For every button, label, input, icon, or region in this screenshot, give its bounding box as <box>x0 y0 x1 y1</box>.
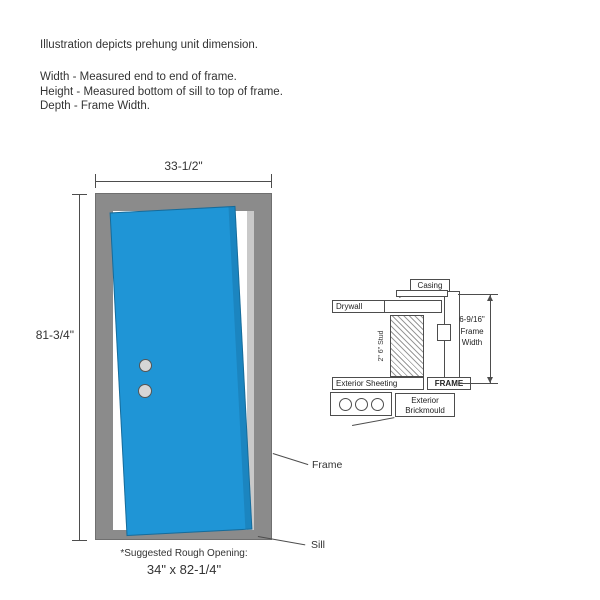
sill-callout: Sill <box>311 539 326 551</box>
frame-width-word1: Frame <box>460 327 484 336</box>
brickmould-circle-icon <box>370 397 384 411</box>
description-title: Illustration depicts prehung unit dimens… <box>40 39 258 51</box>
description-notes: Width - Measured end to end of frame. He… <box>40 70 283 114</box>
rough-opening-value: 34" x 82-1/4" <box>146 562 222 577</box>
frame-width-value: 6-9/16" <box>459 315 485 324</box>
frame-callout-leader <box>272 453 309 466</box>
width-dimension-tick-right <box>271 174 272 188</box>
stud-hatch <box>390 315 424 377</box>
drywall-layer: Drywall <box>332 300 442 313</box>
frame-width-tick-top <box>458 294 498 295</box>
note-height: Height - Measured bottom of sill to top … <box>40 85 283 98</box>
brickmould-label-line1: Exterior <box>411 396 439 405</box>
door-knob-icon <box>138 384 152 398</box>
height-dimension-tick-top <box>72 194 87 195</box>
stud-label: 2" 6" Stud <box>378 330 385 362</box>
brickmould-circle-icon <box>338 397 352 411</box>
height-dimension-line <box>79 194 80 540</box>
note-width: Width - Measured end to end of frame. <box>40 71 237 83</box>
arrow-up-icon <box>487 295 493 301</box>
frame-callout: Frame <box>312 459 343 471</box>
height-dimension-label: 81-3/4" <box>35 328 74 342</box>
rough-opening-caption: *Suggested Rough Opening: <box>120 548 248 559</box>
drywall-label: Drywall <box>333 301 385 312</box>
width-dimension-tick-left <box>95 174 96 188</box>
deadbolt-icon <box>139 359 152 372</box>
width-dimension-line <box>95 181 272 182</box>
door-panel <box>109 205 253 537</box>
brickmould-section <box>330 392 392 416</box>
note-depth: Depth - Frame Width. <box>40 100 150 112</box>
frame-width-arrow-line <box>490 295 491 383</box>
brickmould-label-line2: Brickmould <box>405 406 445 415</box>
width-dimension-label: 33-1/2" <box>164 159 203 173</box>
frame-profile-stop <box>437 324 451 341</box>
height-dimension-tick-bottom <box>72 540 87 541</box>
arrow-down-icon <box>487 377 493 383</box>
sill-callout-leader <box>257 536 306 546</box>
casing-profile <box>396 290 448 297</box>
rough-opening: *Suggested Rough Opening: 34" x 82-1/4" <box>88 548 280 577</box>
exterior-brickmould-label: Exterior Brickmould <box>395 393 455 417</box>
door-jamb-sliver <box>247 211 254 530</box>
frame-width-word2: Width <box>461 338 483 347</box>
frame-width-tick-bottom <box>458 383 498 384</box>
brickmould-leader <box>352 417 395 426</box>
exterior-sheeting-label: Exterior Sheeting <box>332 377 424 390</box>
brickmould-circle-icon <box>354 397 368 411</box>
